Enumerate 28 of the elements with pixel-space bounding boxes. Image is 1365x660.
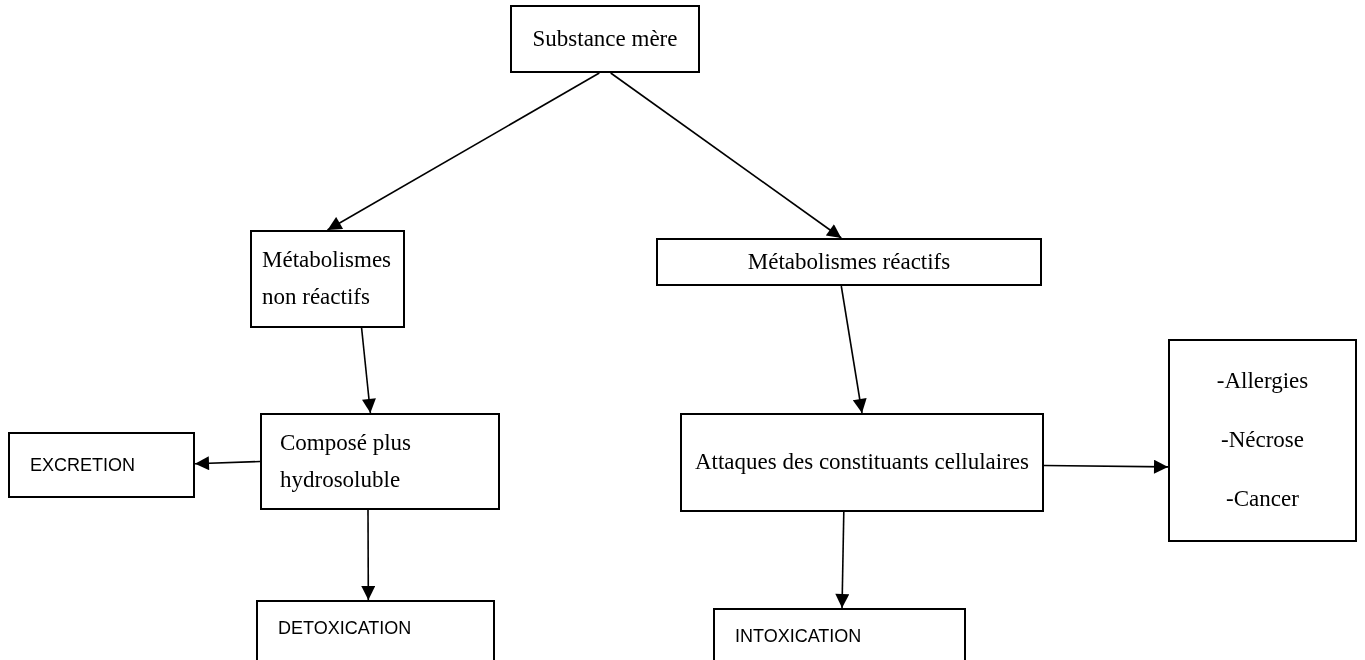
box-text: -Cancer <box>1225 485 1300 513</box>
process-box <box>713 608 966 660</box>
arrow <box>1043 459 1169 474</box>
process-box <box>256 600 495 660</box>
box-text: EXCRETION <box>30 454 136 476</box>
box-text: Métabolismes non réactifs <box>262 246 393 311</box>
arrow <box>835 511 850 609</box>
arrow <box>609 72 843 239</box>
arrow <box>326 72 601 231</box>
process-box <box>8 432 195 498</box>
arrow <box>840 285 867 414</box>
arrow <box>360 327 376 414</box>
process-box <box>1168 339 1357 542</box>
box-text: -Nécrose <box>1220 426 1305 455</box>
box-text: Attaques des constituants cellulaires <box>693 448 1031 477</box>
process-box <box>250 230 405 328</box>
arrow <box>194 456 261 471</box>
box-text: DETOXICATION <box>278 618 413 639</box>
box-text: Substance mère <box>531 24 679 53</box>
process-box <box>680 413 1044 512</box>
process-box <box>510 5 700 73</box>
arrow <box>361 509 376 601</box>
box-text: -Allergies <box>1215 367 1310 396</box>
box-text: INTOXICATION <box>735 626 863 647</box>
process-box <box>260 413 500 510</box>
box-text: Composé plus hydrosoluble <box>280 428 412 494</box>
process-box <box>656 238 1042 286</box>
box-text: Métabolismes réactifs <box>746 247 952 276</box>
